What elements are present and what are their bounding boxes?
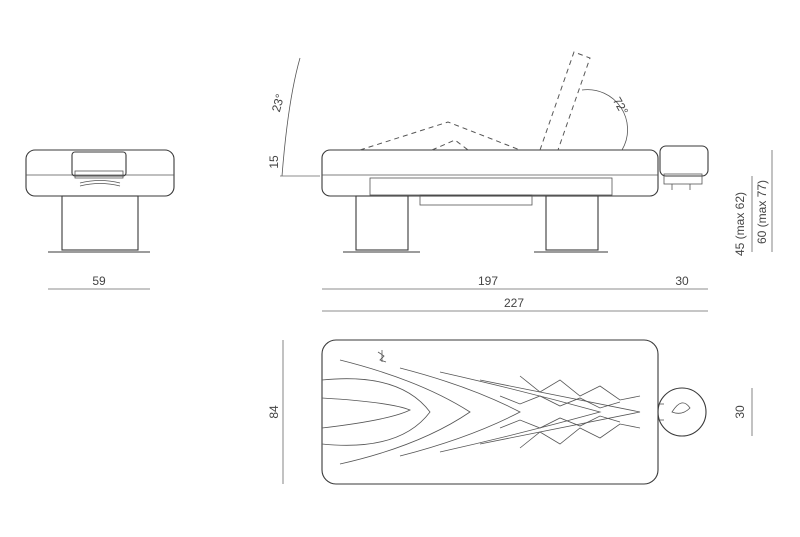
- label-side-width: 59: [92, 274, 106, 288]
- label-length-main: 197: [478, 274, 498, 288]
- label-backrest-angle: 23°: [269, 92, 287, 113]
- top-view: [282, 339, 753, 485]
- label-height-base: 15: [267, 155, 281, 169]
- end-view: [25, 149, 175, 290]
- side-view: [280, 51, 773, 312]
- label-length-head: 30: [675, 274, 689, 288]
- label-top-width: 84: [267, 405, 281, 419]
- label-height-low: 45 (max 62): [733, 192, 747, 256]
- label-length-total: 227: [504, 296, 524, 310]
- label-headrest-angle: 72°: [610, 95, 631, 118]
- label-head-width: 30: [733, 405, 747, 419]
- label-height-high: 60 (max 77): [755, 180, 769, 244]
